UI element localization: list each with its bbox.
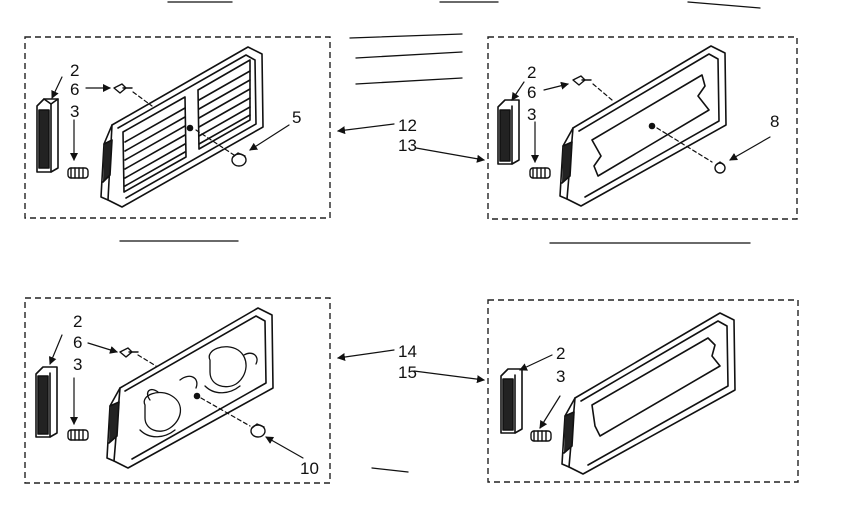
- callout-12: 12: [398, 116, 417, 135]
- label-part-2: 2: [556, 344, 565, 363]
- panel-border: [24, 36, 331, 219]
- label-part-6: 6: [73, 333, 82, 352]
- stray-lines: [119, 1, 761, 473]
- callout-15: 15: [398, 363, 417, 382]
- screw-part: [119, 347, 139, 358]
- label-part-2: 2: [73, 312, 82, 331]
- endcap-part: [500, 368, 523, 434]
- callouts-top: 12 13: [337, 116, 485, 163]
- panel-border: [487, 36, 798, 220]
- endcap-part: [497, 99, 520, 165]
- spring-part: [67, 429, 89, 441]
- screw-part: [572, 75, 592, 86]
- leader-lines: [511, 81, 771, 163]
- panel-border: [487, 299, 799, 483]
- leader-lines: [48, 334, 304, 459]
- panel-bottom-left: 2 6 3 10: [24, 297, 331, 484]
- label-part-6: 6: [70, 80, 79, 99]
- leader-lines: [51, 76, 290, 161]
- callout-13: 13: [398, 136, 417, 155]
- knob-part: [714, 161, 726, 174]
- endcap-part: [36, 98, 59, 173]
- label-part-3: 3: [70, 102, 79, 121]
- knob-part: [231, 152, 247, 167]
- label-part-10: 10: [300, 459, 319, 478]
- label-part-8: 8: [770, 112, 779, 131]
- spring-part: [530, 430, 552, 442]
- spring-part: [529, 167, 551, 179]
- screw-part: [113, 83, 133, 94]
- grille-decorative: [106, 307, 274, 469]
- leader-lines: [519, 354, 561, 429]
- endcap-part: [35, 366, 58, 438]
- label-part-6: 6: [527, 83, 536, 102]
- grille-louvered: [100, 46, 264, 208]
- spring-part: [67, 167, 89, 179]
- label-part-2: 2: [527, 63, 536, 82]
- label-part-5: 5: [292, 108, 301, 127]
- panel-bottom-right: 2 3: [487, 299, 799, 483]
- label-part-3: 3: [556, 367, 565, 386]
- label-part-2: 2: [70, 61, 79, 80]
- panel-border: [24, 297, 331, 484]
- panel-top-left: 2 6 3 5: [24, 36, 331, 219]
- callouts-bottom: 14 15: [337, 342, 485, 384]
- label-part-3: 3: [527, 105, 536, 124]
- knob-part: [250, 423, 266, 438]
- label-part-3: 3: [73, 355, 82, 374]
- grille-framed: [561, 312, 736, 475]
- callout-14: 14: [398, 342, 417, 361]
- grille-framed: [559, 45, 727, 207]
- panel-top-right: 2 6 3 8: [487, 36, 798, 220]
